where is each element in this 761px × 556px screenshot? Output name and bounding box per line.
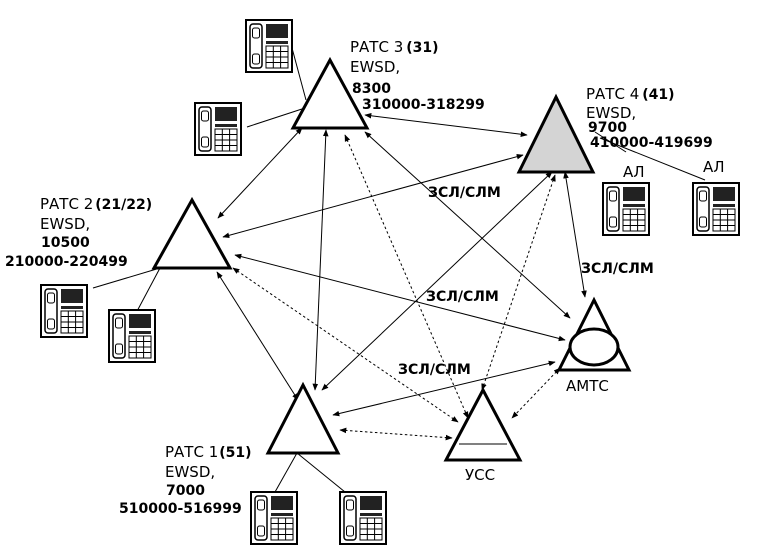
telephone-icon bbox=[339, 491, 387, 545]
ratc4-range: 410000-419699 bbox=[590, 135, 713, 151]
telephone-icon bbox=[602, 182, 650, 236]
link-label-3: ЗСЛ/СЛМ bbox=[426, 289, 499, 305]
telephone-icon bbox=[245, 19, 293, 73]
al-label-1: АЛ bbox=[623, 163, 645, 181]
subscriber-lines bbox=[92, 47, 706, 493]
telephone-icon bbox=[194, 102, 242, 156]
link-label-2: ЗСЛ/СЛМ bbox=[581, 261, 654, 277]
ratc4-label: РАТС 4(41) bbox=[586, 85, 675, 103]
uss-label: УСС bbox=[465, 466, 495, 484]
ratc3-capacity: 8300 bbox=[352, 81, 391, 97]
amts-label: АМТС bbox=[566, 377, 609, 395]
amts-node[interactable] bbox=[556, 296, 632, 372]
telephone-icon bbox=[692, 182, 740, 236]
ratc1-type: EWSD, bbox=[165, 463, 215, 481]
ratc1-triangle[interactable] bbox=[265, 381, 341, 455]
ratc4-type: EWSD, bbox=[586, 104, 636, 122]
ratc3-range: 310000-318299 bbox=[362, 97, 485, 113]
al-label-2: АЛ bbox=[703, 158, 725, 176]
ratc4-triangle[interactable] bbox=[516, 93, 596, 174]
ratc3-type: EWSD, bbox=[350, 58, 400, 76]
dashed-links bbox=[232, 134, 561, 441]
telephone-icon bbox=[108, 309, 156, 363]
telephone-icon bbox=[250, 491, 298, 545]
ratc2-type: EWSD, bbox=[40, 215, 90, 233]
ratc1-capacity: 7000 bbox=[166, 483, 205, 499]
ratc3-triangle[interactable] bbox=[290, 56, 370, 130]
uss-node[interactable] bbox=[443, 386, 523, 462]
ratc2-range: 210000-220499 bbox=[5, 254, 128, 270]
ratc3-label: РАТС 3(31) bbox=[350, 38, 439, 56]
ratc2-label: РАТС 2(21/22) bbox=[40, 195, 152, 213]
telephone-icon bbox=[40, 284, 88, 338]
ratc1-range: 510000-516999 bbox=[119, 501, 242, 517]
ratc4-capacity: 9700 bbox=[588, 120, 627, 136]
link-label-4: ЗСЛ/СЛМ bbox=[398, 362, 471, 378]
ratc1-label: РАТС 1(51) bbox=[165, 443, 252, 461]
link-label-1: ЗСЛ/СЛМ bbox=[428, 185, 501, 201]
ratc2-capacity: 10500 bbox=[41, 235, 90, 251]
ratc2-triangle[interactable] bbox=[151, 196, 233, 270]
